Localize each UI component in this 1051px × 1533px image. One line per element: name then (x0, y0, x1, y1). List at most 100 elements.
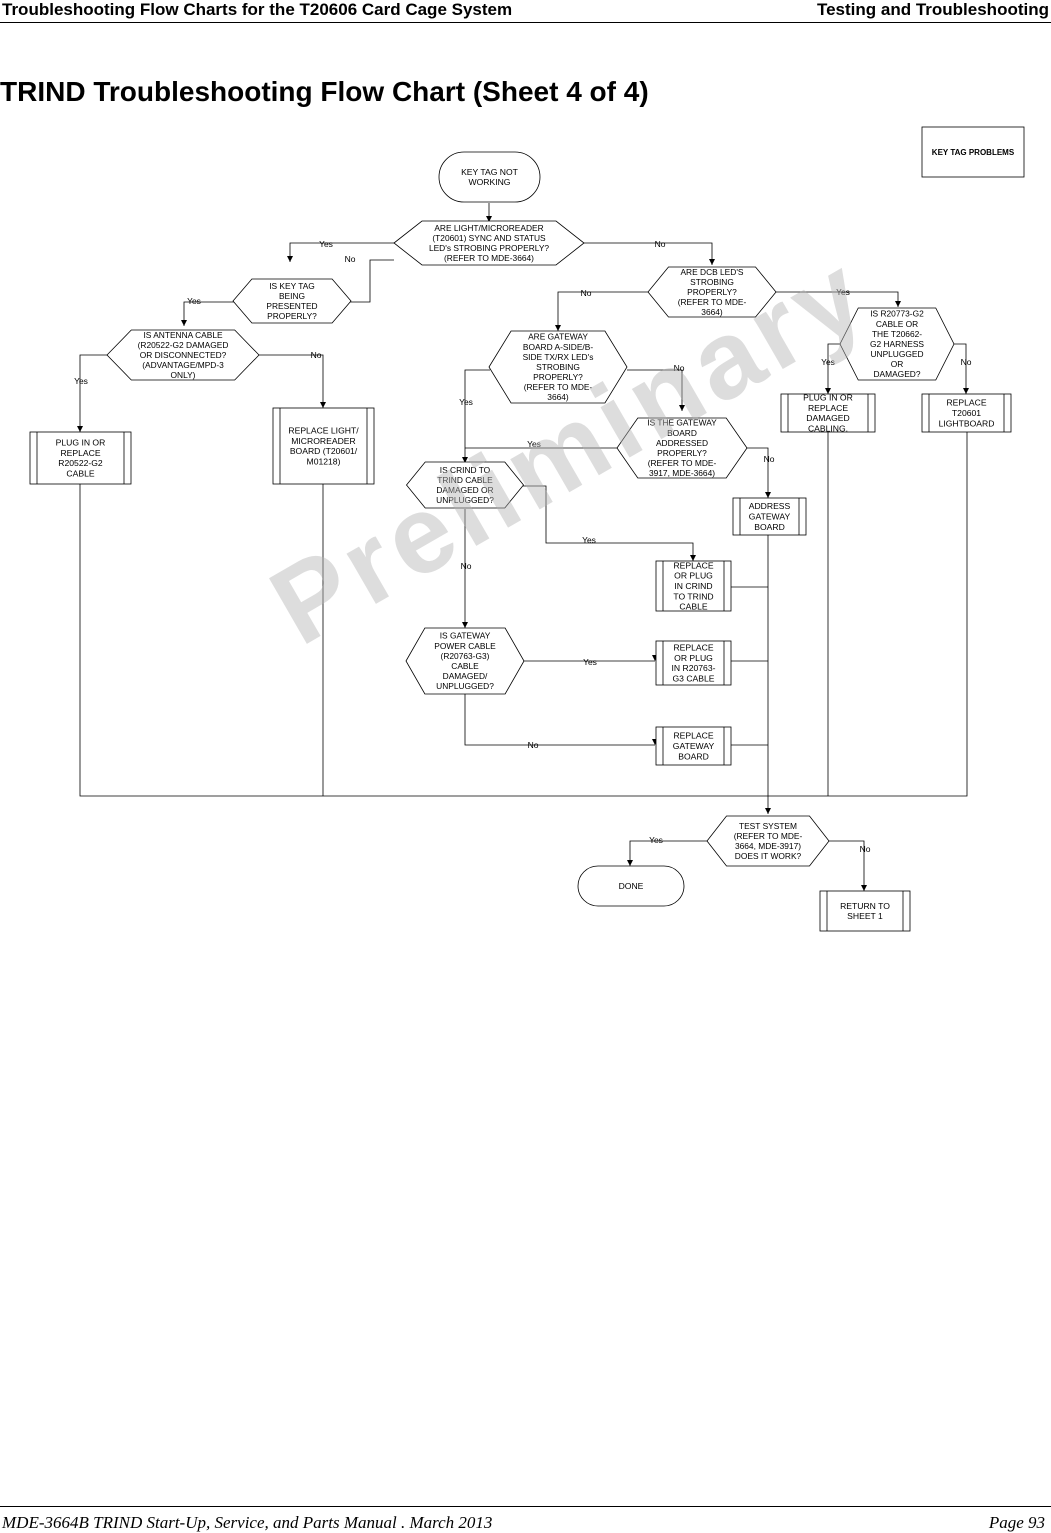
arrow-sync-yes (287, 256, 293, 262)
label-harness-no: No (961, 357, 972, 367)
connector-line (349, 259, 394, 303)
action-address-gateway-shape (732, 497, 807, 536)
arrow-test-no (861, 885, 867, 891)
connector-line (629, 840, 707, 866)
label-antenna-no: No (311, 350, 322, 360)
page-title: TRIND Troubleshooting Flow Chart (Sheet … (0, 76, 649, 107)
arrow-dcb-no (555, 325, 561, 331)
q-gateway-addressed-shape (616, 417, 748, 479)
header-right: Testing and Troubleshooting (816, 0, 1049, 19)
label-addressed-no: No (764, 454, 775, 464)
action-plug-damaged-cabling-shape (780, 393, 876, 433)
arrow-crind-no (462, 622, 468, 628)
arrow-gateway-no (679, 405, 685, 411)
label-antenna-yes: Yes (74, 376, 88, 386)
arrow-harness-yes (825, 388, 831, 394)
q-key-tag-presented-shape (232, 278, 352, 324)
q-gateway-power-cable-shape (405, 627, 525, 695)
q-crind-cable-shape (405, 461, 525, 509)
footer-right: Page 93 (988, 1513, 1045, 1532)
q-antenna-cable-shape (106, 329, 260, 381)
connector-line (627, 369, 683, 411)
start-key-tag-not-working-shape (438, 151, 541, 203)
footer-left: MDE-3664B TRIND Start-Up, Service, and P… (2, 1513, 493, 1532)
label-test-yes: Yes (649, 835, 663, 845)
label-dcb-no: No (581, 288, 592, 298)
end-done: DONE (619, 881, 644, 891)
label-keytag-no: No (345, 254, 356, 264)
connector-line (523, 485, 694, 561)
action-replace-light-microreader-shape (272, 407, 375, 485)
arrow-crind-yes (690, 555, 696, 561)
q-sync-leds-shape (393, 220, 585, 266)
action-replace-crind-cable-shape (655, 560, 732, 612)
q-test-system-shape (706, 815, 830, 867)
q-gateway-leds-shape (488, 330, 628, 404)
action-return-sheet-1-shape (819, 890, 911, 932)
label-harness-yes: Yes (821, 357, 835, 367)
q-test-system: TEST SYSTEM(REFER TO MDE-3664, MDE-3917)… (734, 821, 803, 861)
connector-line (183, 301, 234, 326)
arrow-gateway-yes (462, 457, 468, 463)
label-sync-yes: Yes (319, 239, 333, 249)
action-plug-antenna-cable-shape (29, 431, 132, 485)
connector-line (258, 354, 324, 408)
label-test-no: No (860, 844, 871, 854)
connector-line (79, 354, 108, 432)
action-replace-power-cable-shape (655, 640, 732, 686)
q-dcb-leds-shape (647, 266, 777, 318)
action-replace-gateway-board-shape (655, 726, 732, 766)
label-addressed-yes: Yes (527, 439, 541, 449)
arrow-sync-no (709, 259, 715, 265)
label-gateway-no: No (674, 363, 685, 373)
connector-line (827, 343, 841, 394)
q-sync-leds: ARE LIGHT/MICROREADER(T20601) SYNC AND S… (429, 223, 549, 263)
key-tag-problems-box (921, 126, 1025, 178)
connector-line (557, 291, 649, 331)
label-sync-no: No (655, 239, 666, 249)
connector-line (464, 694, 655, 746)
action-replace-lightboard-shape (921, 393, 1012, 433)
connector-line (954, 343, 967, 394)
arrow-harness-no (963, 388, 969, 394)
arrow-to-test (765, 808, 771, 814)
label-dcb-yes: Yes (836, 287, 850, 297)
arrow-antenna-yes (77, 426, 83, 432)
footer-rule (0, 1506, 1051, 1507)
label-crind-yes: Yes (582, 535, 596, 545)
label-crind-no: No (461, 561, 472, 571)
arrow-dcb-yes (895, 301, 901, 307)
label-keytag-yes: Yes (187, 296, 201, 306)
header-rule (0, 22, 1051, 23)
arrow-test-yes (627, 860, 633, 866)
arrow-keytag-yes (181, 320, 187, 326)
header-left: Troubleshooting Flow Charts for the T206… (2, 0, 513, 19)
connector-line (584, 242, 713, 265)
connector-line (464, 369, 490, 463)
connector-line (829, 840, 865, 891)
connector-line (79, 431, 968, 797)
connector-line (289, 242, 394, 262)
arrow-antenna-no (320, 402, 326, 408)
arrow-addressed-no (765, 492, 771, 498)
label-gateway-yes: Yes (459, 397, 473, 407)
label-power-no: No (528, 740, 539, 750)
connector-line (747, 447, 769, 498)
